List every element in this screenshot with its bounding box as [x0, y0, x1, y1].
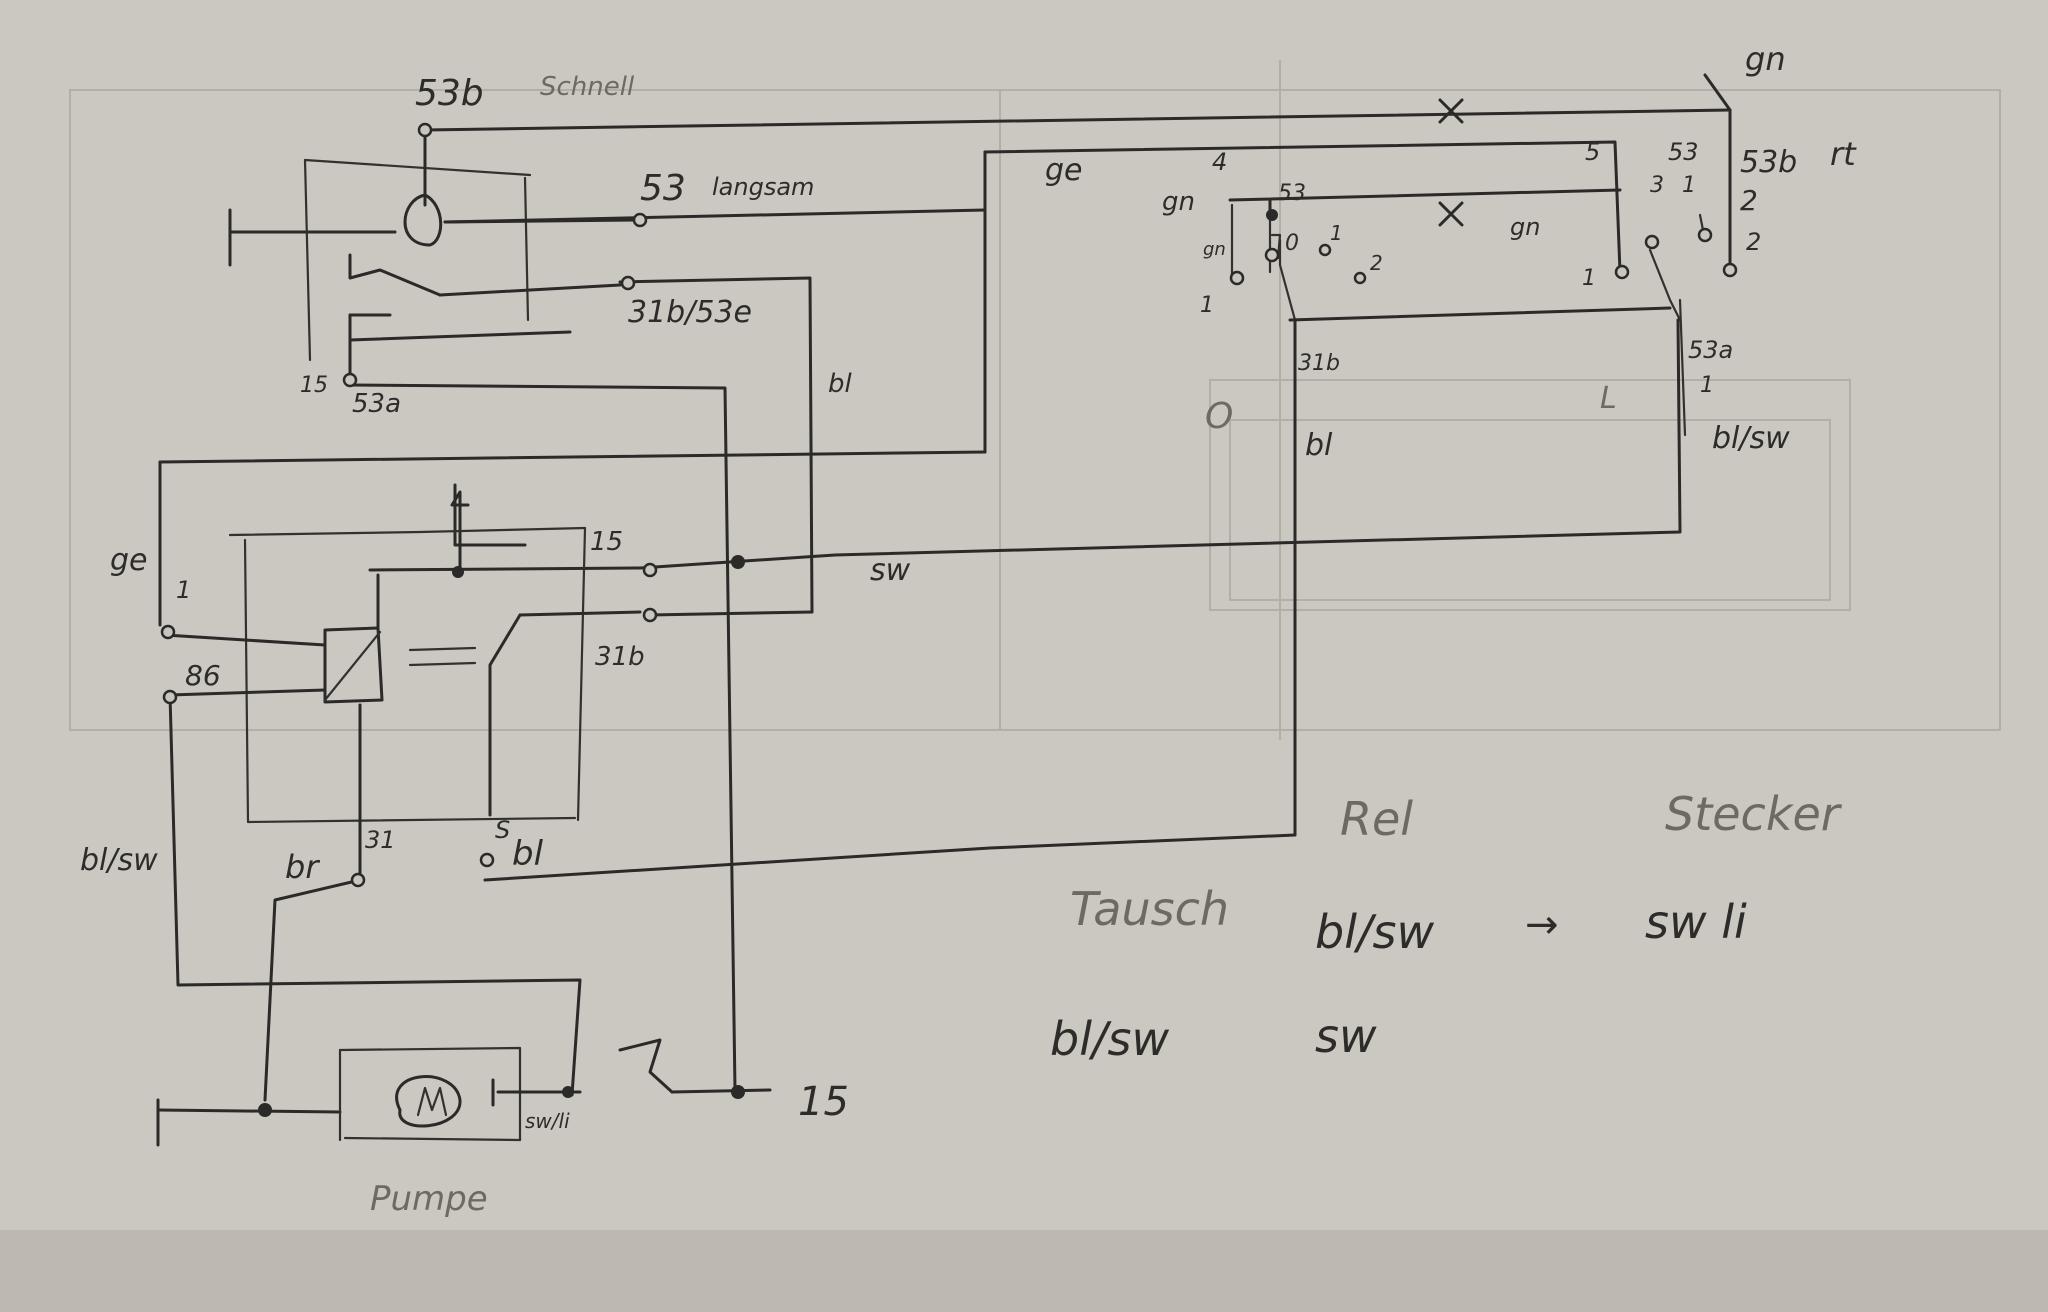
label-schnell: Schnell: [540, 72, 635, 102]
label-53a: 53a: [352, 389, 401, 419]
terminal-sw-2b: [1722, 262, 1738, 278]
terminal-relay-86: [162, 689, 178, 705]
label-sw-53a: 53a: [1688, 336, 1733, 364]
terminal-sw-0: [1264, 247, 1280, 263]
bleed-through-lines: [69, 60, 2001, 740]
label-relay-pin-S: S: [495, 816, 510, 844]
label-31b-53e: 31b/53e: [628, 295, 752, 330]
wire-bl-relay-to-switch: [483, 318, 1297, 882]
legend-bl-sw-1: bl/sw: [1315, 905, 1434, 959]
steering-switch-block: [1228, 73, 1732, 437]
label-sw-pin-2a: 2: [1740, 184, 1758, 217]
junction-ground: [258, 1103, 272, 1117]
terminal-sw-1b: [1318, 243, 1332, 257]
legend-sw: sw: [1315, 1009, 1377, 1063]
legend-arrow: →: [1525, 902, 1559, 948]
junction-15: [731, 1085, 745, 1099]
terminal-sw-3: [1644, 234, 1660, 250]
terminal-53: [632, 212, 648, 228]
label-relay-pin-31b: 31b: [595, 642, 645, 672]
terminal-sw-1: [1229, 270, 1245, 286]
label-sw-pin-4: 4: [1212, 148, 1227, 176]
label-wire-ge-left: ge: [110, 543, 148, 578]
wire-53b-schnell: [423, 98, 1732, 132]
label-wire-bl-right: bl: [828, 369, 853, 399]
terminal-relay-31: [350, 872, 366, 888]
label-sw-O: O: [1205, 396, 1233, 437]
label-sw-pos-1b: 1: [1200, 293, 1214, 318]
label-relay-pin-1: 1: [176, 576, 191, 604]
terminal-relay-S: [479, 852, 495, 868]
legend-sw-li: sw li: [1645, 895, 1747, 949]
label-wire-bl-relay: bl: [512, 834, 544, 874]
legend-rel: Rel: [1340, 792, 1413, 846]
junction-relay-top: [452, 566, 464, 578]
terminal-relay-1: [160, 624, 176, 640]
label-wire-bl-sw-right: bl/sw: [1712, 421, 1790, 456]
terminal-15-53a: [342, 372, 358, 388]
label-relay-pin-86: 86: [185, 659, 221, 692]
wire-bl-31b: [618, 276, 814, 617]
relay-box: [163, 490, 642, 872]
wire-15-main: [348, 383, 737, 1092]
label-sw-31b: 31b: [1298, 351, 1340, 376]
label-wire-gn-top: gn: [1745, 40, 1786, 78]
terminal-31b: [620, 275, 636, 291]
label-sw-pin-5: 5: [1585, 138, 1600, 166]
label-53b-top: 53b: [415, 73, 484, 114]
label-sw-pos-2: 2: [1370, 251, 1383, 275]
label-wire-gn-mid2: gn: [1510, 213, 1540, 241]
label-wire-rt: rt: [1830, 135, 1857, 173]
label-relay-pin-15: 15: [590, 527, 623, 557]
label-pump-terminal: sw/li: [525, 1109, 570, 1133]
labels: 53b Schnell 53 langsam 31b/53e 15 53a bl…: [80, 40, 1857, 1219]
terminal-relay-31b: [642, 607, 658, 623]
legend-bl-sw-2: bl/sw: [1050, 1012, 1169, 1066]
label-langsam: langsam: [712, 173, 814, 201]
label-sw-pos-0: 0: [1285, 231, 1299, 256]
label-wire-gn-mid: gn: [1162, 187, 1195, 217]
junction-sw-line: [731, 555, 745, 569]
terminal-53b: [417, 122, 433, 138]
label-wire-sw: sw: [870, 553, 911, 588]
label-wire-gn-small: gn: [1203, 239, 1226, 260]
label-pump: Pumpe: [370, 1179, 488, 1219]
terminal-sw-5: [1614, 264, 1630, 280]
terminal-sw-2: [1353, 271, 1367, 285]
label-sw-53b-right: 53b: [1740, 145, 1797, 180]
ignition-switch: [618, 1038, 772, 1094]
label-relay-pin-31: 31: [365, 826, 396, 854]
paper-shadow-edge: [0, 1230, 2048, 1312]
junction-pump-terminal: [562, 1086, 574, 1098]
terminal-sw-1a: [1697, 227, 1713, 243]
label-15: 15: [300, 373, 328, 398]
label-sw-53: 53: [1278, 181, 1306, 206]
terminals: [160, 122, 1738, 1117]
label-sw-pos-1: 1: [1330, 221, 1343, 245]
junction-53-right: [1266, 209, 1278, 221]
label-sw-pin-1c: 1: [1582, 266, 1596, 291]
label-sw-pin-1a: 1: [1682, 173, 1696, 198]
wire-ge-to-switch: [158, 140, 1622, 627]
label-sw-pin-2b: 2: [1746, 228, 1761, 256]
label-wire-bl-sw-left: bl/sw: [80, 843, 158, 878]
legend-stecker: Stecker: [1665, 787, 1843, 841]
label-wire-ge-top: ge: [1045, 153, 1083, 188]
label-sw-53-right: 53: [1668, 138, 1699, 166]
legend-tausch: Tausch: [1070, 882, 1229, 936]
label-ignition-15: 15: [798, 1079, 849, 1125]
label-wire-bl-switch: bl: [1305, 428, 1333, 463]
label-sw-L: L: [1600, 381, 1617, 416]
label-sw-pin-3: 3: [1650, 173, 1664, 198]
label-sw-53a-1: 1: [1700, 373, 1714, 398]
label-53-langsam: 53: [640, 168, 686, 209]
terminal-relay-15: [642, 562, 658, 578]
label-wire-br: br: [285, 848, 320, 886]
